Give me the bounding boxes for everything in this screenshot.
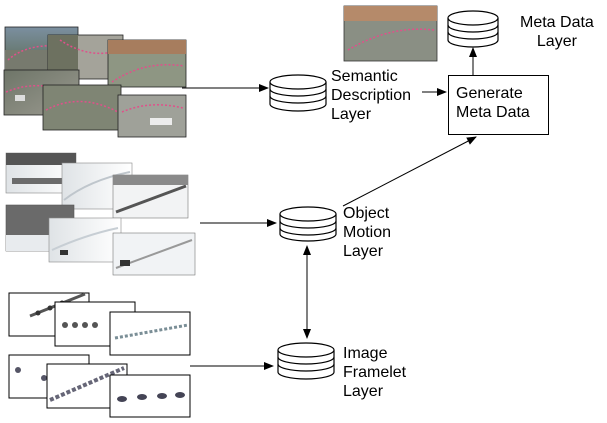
arrow-motion-to-generate: [342, 136, 477, 207]
label-line: Layer: [343, 383, 384, 400]
label-line: Framelet: [343, 364, 407, 381]
box-line: Meta Data: [456, 104, 530, 121]
box-line: Generate: [456, 85, 523, 102]
motion-photo-3: [112, 174, 189, 219]
label-line: Layer: [536, 33, 577, 50]
database-icon-meta: [447, 10, 499, 48]
database-icon-semantic: [269, 74, 327, 112]
image-framelet-layer-label: Image Framelet Layer: [343, 344, 406, 401]
database-icon-framelet: [277, 342, 335, 380]
object-motion-layer-label: Object Motion Layer: [343, 204, 391, 261]
label-line: Image: [343, 345, 388, 362]
label-line: Semantic: [331, 68, 398, 85]
framelet-frame-6: [109, 374, 191, 418]
semantic-photo-group: [3, 26, 187, 138]
database-icon-motion: [279, 206, 337, 242]
framelet-photo-group: [8, 292, 191, 418]
generate-meta-data-box: Generate Meta Data: [448, 75, 549, 135]
meta-data-photo: [343, 5, 438, 62]
motion-photo-5: [48, 217, 122, 263]
framelet-frame-3: [109, 311, 191, 356]
motion-photo-group: [5, 152, 196, 276]
label-line: Layer: [343, 243, 384, 260]
semantic-layer-label: Semantic Description Layer: [331, 67, 411, 124]
label-line: Meta Data: [520, 14, 594, 31]
semantic-photo-5: [42, 84, 122, 131]
semantic-photo-6: [117, 94, 187, 138]
label-line: Layer: [331, 106, 372, 123]
label-line: Object: [343, 205, 390, 222]
motion-photo-6: [112, 232, 196, 276]
semantic-photo-3: [107, 39, 187, 88]
meta-data-layer-label: Meta Data Layer: [520, 13, 594, 51]
label-line: Motion: [343, 224, 392, 241]
label-line: Description: [331, 87, 412, 104]
